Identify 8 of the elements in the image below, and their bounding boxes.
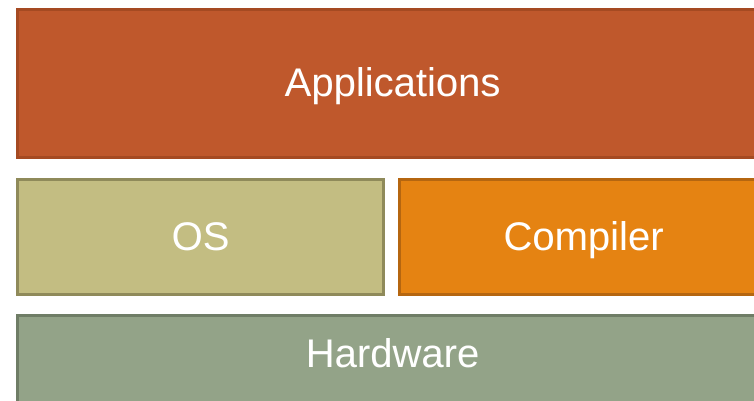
layer-box	[398, 178, 754, 296]
layer-box	[16, 178, 385, 296]
layer-label: Applications	[284, 61, 500, 106]
layer-label: Hardware	[306, 332, 480, 376]
layer-box	[16, 314, 754, 401]
layer-label: OS	[172, 214, 230, 260]
layer-label: Compiler	[503, 214, 664, 260]
layer-box	[16, 8, 754, 159]
